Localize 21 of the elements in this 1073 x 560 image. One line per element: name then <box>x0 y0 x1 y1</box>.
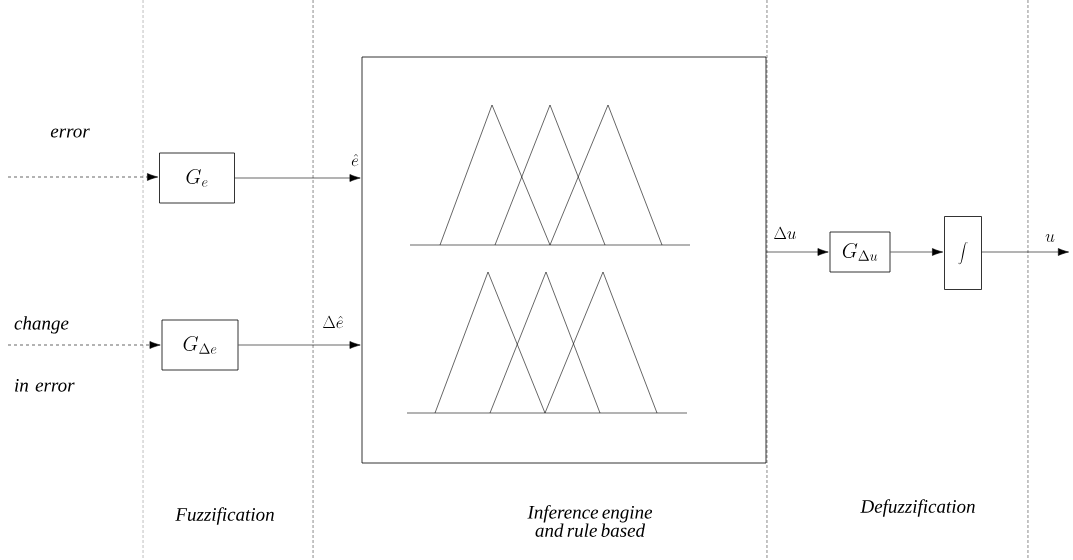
gain-box: $G_{\Delta u}$ <box>829 231 891 273</box>
arrow <box>238 341 361 349</box>
edge-label: $\hat{e}$ <box>351 154 359 167</box>
integrator-box: $\int$ <box>944 216 982 290</box>
gain-box: $G_{\Delta e}$ <box>161 319 239 371</box>
arrow <box>7 341 161 349</box>
edge-label: $\Delta u$ <box>774 226 796 240</box>
gain-box: $G_{e}$ <box>159 152 235 204</box>
arrow <box>981 248 1069 256</box>
inference-box <box>361 56 767 464</box>
arrow <box>7 173 158 181</box>
section-label: Fuzzification <box>175 507 274 525</box>
section-label: Inference engine and rule based <box>527 505 653 537</box>
edge-label: change in error <box>14 316 75 392</box>
arrow <box>766 248 829 256</box>
arrow <box>234 174 361 182</box>
section-label: Defuzzification <box>860 499 975 517</box>
edge-label: $\Delta\hat{e}$ <box>323 315 343 329</box>
arrow <box>890 248 944 256</box>
edge-label: error <box>50 128 90 138</box>
edge-label: $u$ <box>1045 234 1055 242</box>
